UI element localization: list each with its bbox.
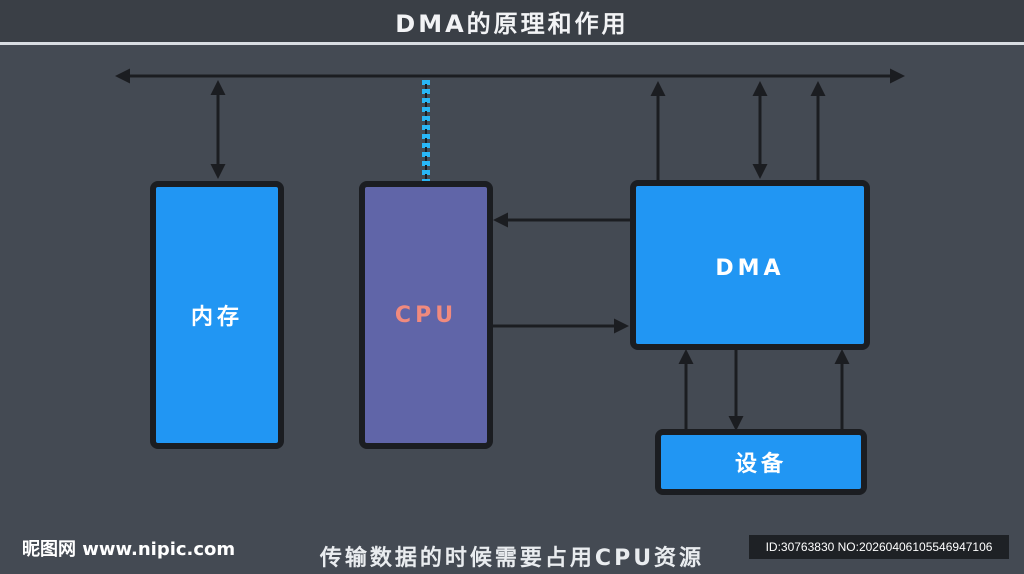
caption-text: 传输数据的时候需要占用CPU资源 bbox=[319, 546, 705, 571]
cpu-box: CPU bbox=[359, 181, 493, 449]
cpu-label: CPU bbox=[394, 302, 458, 328]
watermark-id: ID:30763830 NO:20260406105546947106 bbox=[749, 535, 1009, 559]
memory-label: 内存 bbox=[190, 305, 243, 330]
device-label: 设备 bbox=[734, 452, 787, 477]
page-title: DMA的原理和作用 bbox=[395, 9, 629, 38]
dma-box: DMA bbox=[630, 180, 870, 350]
device-box: 设备 bbox=[655, 429, 867, 495]
memory-box: 内存 bbox=[150, 181, 284, 449]
dma-label: DMA bbox=[715, 256, 785, 281]
watermark-site: 昵图网 www.nipic.com bbox=[22, 539, 236, 560]
title-bar: DMA的原理和作用 bbox=[0, 0, 1024, 45]
